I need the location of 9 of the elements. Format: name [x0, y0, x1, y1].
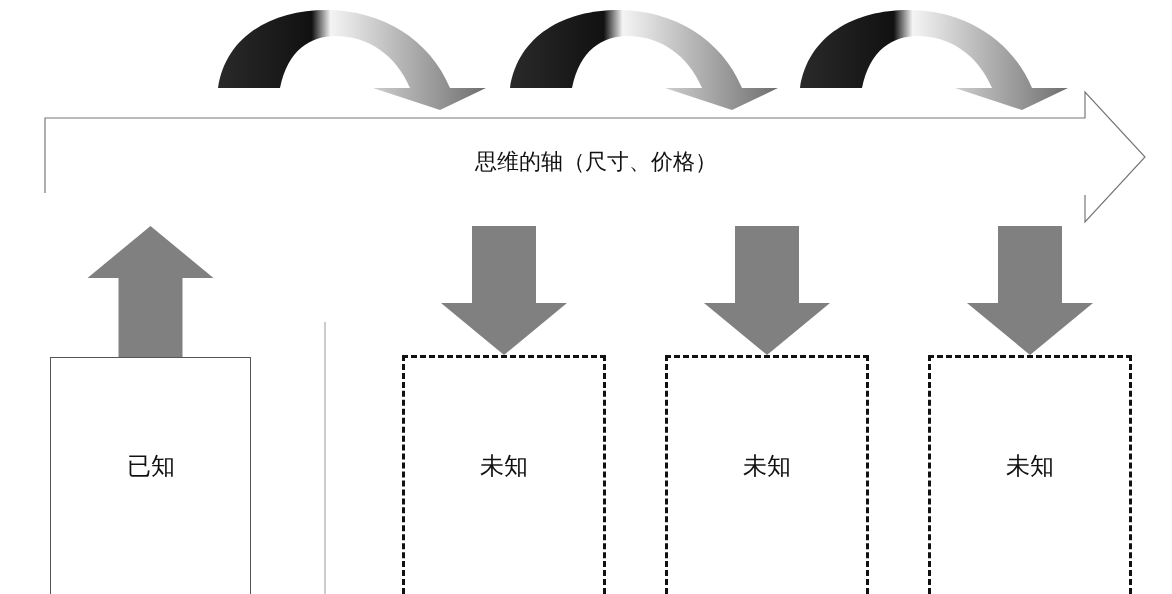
block-arrow — [704, 226, 830, 355]
unknown-box: 未知 — [928, 355, 1132, 594]
unknown-box: 未知 — [402, 355, 606, 594]
axis-label: 思维的轴（尺寸、价格） — [475, 148, 717, 176]
known-box: 已知 — [50, 357, 251, 594]
block-arrow — [441, 226, 567, 355]
unknown-box: 未知 — [665, 355, 869, 594]
block-arrow — [87, 226, 214, 357]
block-arrow — [967, 226, 1093, 355]
